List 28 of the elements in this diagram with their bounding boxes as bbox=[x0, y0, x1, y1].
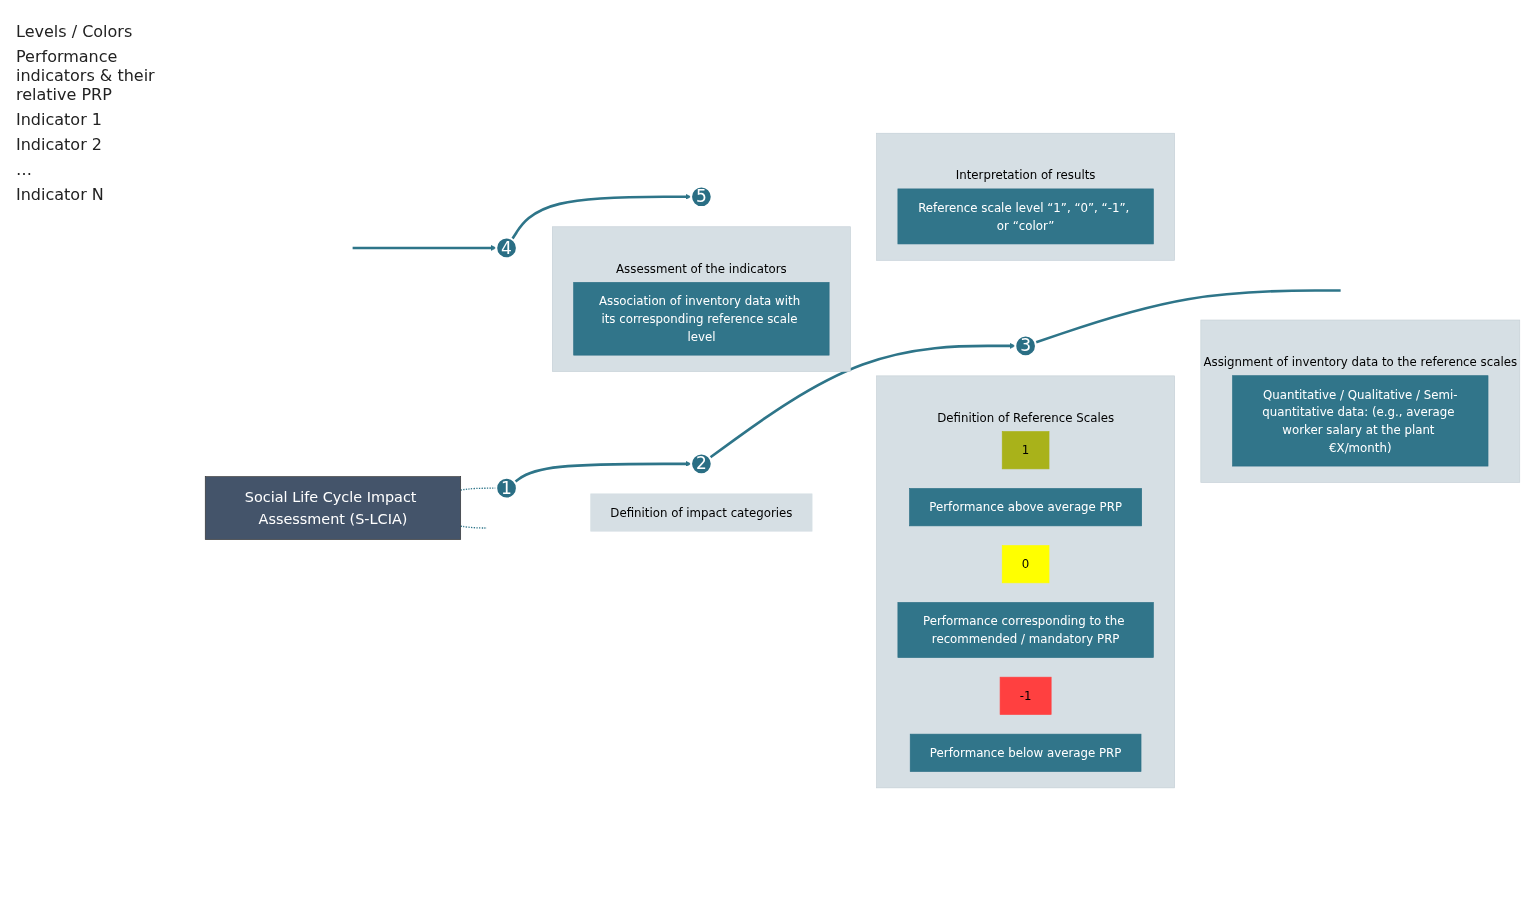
node-box: 1 bbox=[1001, 431, 1050, 470]
node-circle: 3 bbox=[1014, 335, 1037, 358]
arrow bbox=[352, 245, 497, 252]
node-box: Performance corresponding to the recommended / mandatory PRP bbox=[897, 602, 1154, 659]
node-circle: 4 bbox=[495, 237, 518, 260]
node-box: Performance above average PRP bbox=[909, 488, 1142, 527]
node-box: -1 bbox=[999, 677, 1052, 716]
node-box: Quantitative / Qualitative / Semi-quantitative data: (e.g., average worker salary at the plant €X/month) bbox=[1232, 375, 1489, 467]
node-box: Definition of impact categories bbox=[590, 494, 813, 532]
node-box: Reference scale level “1”, “0”, “-1”, or “color” bbox=[897, 189, 1154, 245]
node-circle: 2 bbox=[690, 453, 713, 476]
note-text: Indicator 2 bbox=[16, 135, 103, 154]
node-box: Social Life Cycle Impact Assessment (S-LCIA) bbox=[204, 476, 461, 541]
arrow bbox=[514, 461, 692, 484]
node-circle: 1 bbox=[495, 477, 518, 500]
connector bbox=[460, 525, 488, 530]
connector bbox=[1034, 289, 1341, 345]
node-box: 0 bbox=[1001, 545, 1050, 584]
arrow bbox=[708, 343, 1016, 460]
note-text: Levels / Colors bbox=[16, 22, 134, 41]
note-text: Performance indicators & their relative PRP bbox=[16, 47, 156, 104]
note-text: Indicator 1 bbox=[16, 110, 103, 129]
arrow bbox=[511, 194, 692, 241]
node-box: Performance below average PRP bbox=[909, 734, 1142, 773]
note-text: Indicator N bbox=[16, 185, 105, 204]
node-circle: 5 bbox=[690, 185, 713, 209]
node-box: Association of inventory data with its corresponding reference scale level bbox=[573, 282, 830, 356]
note-text: … bbox=[16, 160, 33, 179]
